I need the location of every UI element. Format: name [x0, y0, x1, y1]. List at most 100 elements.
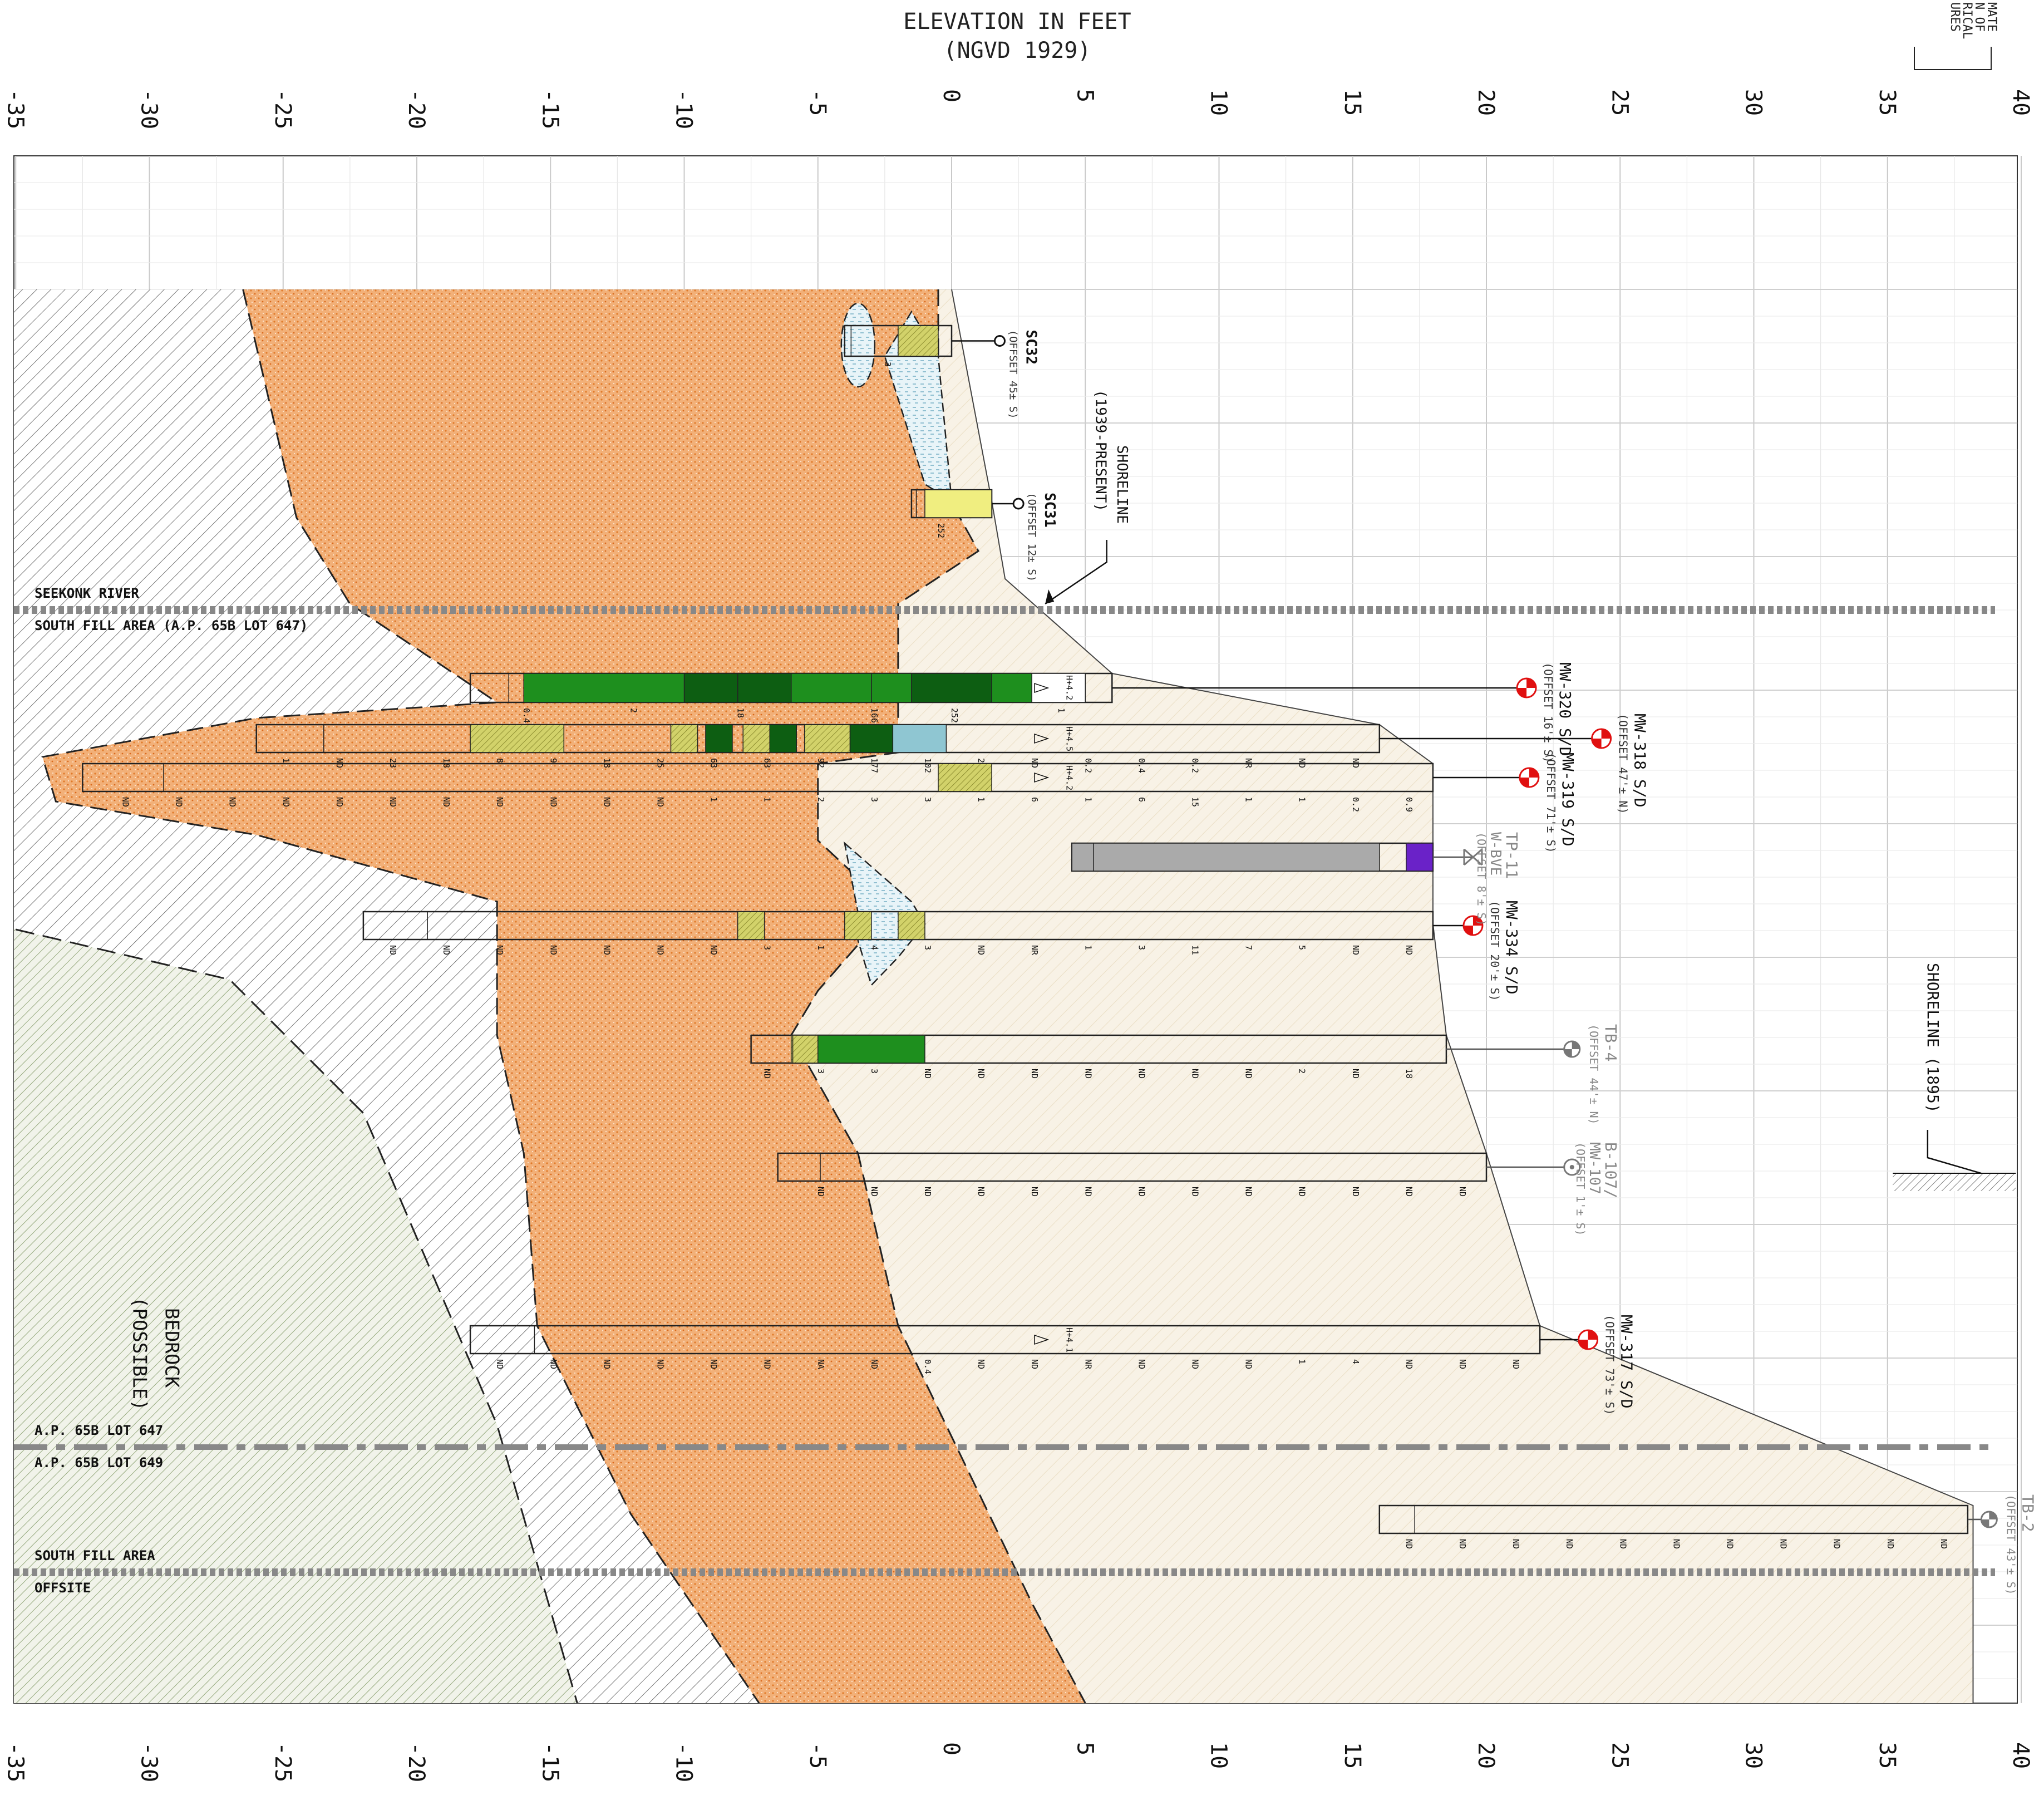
sample-value: 0.4	[521, 708, 531, 723]
corner-note-text: MATE	[1984, 2, 1998, 32]
sample-value: ND	[976, 1359, 986, 1369]
boring-tp-11	[1071, 842, 1473, 872]
boring-name-b-107: B-107/	[1602, 1142, 1620, 1198]
sample-value: 0.2	[1351, 797, 1361, 812]
sample-value: ND	[1671, 1539, 1681, 1549]
boring-offset-label: (OFFSET 12± S)	[1026, 493, 1038, 582]
sample-value: 8	[495, 758, 505, 763]
sample-interval-block	[670, 724, 698, 753]
sample-value: 1	[1297, 1359, 1307, 1364]
sample-value: 6	[1030, 797, 1040, 802]
boring-name-secondary: W-BVE	[1487, 832, 1504, 875]
sample-value: 1	[1083, 797, 1093, 802]
corner-note-text: N OF	[1972, 2, 1986, 32]
bedrock-top-line	[15, 928, 578, 1704]
sample-value: 0.4	[923, 1359, 933, 1374]
shoreline-1895-leader	[1927, 1130, 1982, 1174]
sample-value: ND	[655, 797, 665, 807]
boring-sc32: 3	[844, 324, 1000, 367]
bedrock-label-secondary: (POSSIBLE)	[129, 1297, 151, 1411]
sample-interval-block	[924, 489, 992, 518]
sample-value: 2	[976, 758, 986, 763]
sample-interval-block	[898, 325, 939, 357]
sample-value: 9	[548, 758, 558, 763]
sample-value: ND	[495, 1359, 505, 1369]
boring-name-mw-318: MW-318 S/D	[1631, 714, 1649, 808]
sample-interval-block	[844, 911, 872, 940]
boring-symbol-mw-317	[1578, 1329, 1599, 1350]
sample-value: 0.9	[1404, 797, 1414, 812]
boring-offset-label: (OFFSET 73'± S)	[1603, 1315, 1617, 1415]
sample-value: ND	[1939, 1539, 1949, 1549]
sample-value: 102	[923, 758, 933, 773]
axis-tick-label-top: -5	[805, 89, 830, 116]
axis-tick-label-top: -10	[671, 89, 697, 129]
sample-value: NA	[816, 1359, 826, 1369]
sample-value: ND	[1457, 1187, 1467, 1197]
boring-name-tb-2: TB-2	[2018, 1494, 2034, 1532]
sample-interval-block	[804, 724, 851, 753]
axis-tick-label-top: 5	[1072, 89, 1097, 102]
water-level-text: H+4.1	[1065, 1327, 1075, 1352]
sample-value: ND	[1351, 945, 1361, 955]
sample-value: NR	[1083, 1359, 1093, 1370]
sample-value: ND	[120, 797, 130, 807]
axis-tick-label-bottom: 5	[1072, 1742, 1097, 1755]
boring-mw-317: NDNDND41NDNDNDNRNDND0.4NDNANDNDNDNDNDNDH…	[469, 1325, 1588, 1374]
boring-symbol-tb-4	[1563, 1040, 1581, 1058]
axis-tick-label-bottom: -35	[2, 1742, 28, 1782]
arrow-icon	[1045, 589, 1055, 604]
sample-value: ND	[1083, 1069, 1093, 1079]
sample-value: ND	[1190, 1069, 1200, 1079]
sample-value: 1	[281, 758, 291, 763]
boring-name-mw-317: MW-317 S/D	[1618, 1315, 1636, 1409]
sample-value: ND	[923, 1069, 933, 1079]
bedrock-label: BEDROCK	[160, 1308, 183, 1388]
sample-value: 1	[1244, 797, 1254, 802]
sample-value: ND	[388, 797, 398, 807]
sample-value: 1	[976, 797, 986, 802]
boundary-label-lower: SOUTH FILL AREA (A.P. 65B LOT 647)	[35, 618, 308, 633]
boring-symbol-sc32	[993, 335, 1006, 347]
sample-value: ND	[441, 945, 451, 955]
axis-tick-label-top: 40	[2008, 89, 2033, 116]
axis-tick-label-top: 10	[1206, 89, 1232, 116]
sample-value: ND	[1511, 1359, 1521, 1369]
sample-value: 177	[869, 758, 879, 773]
monitoring-well-icon	[1578, 1330, 1598, 1349]
monitoring-well-icon	[1592, 729, 1611, 748]
sample-interval-block	[790, 1035, 819, 1064]
boring-symbol-sc31	[1012, 498, 1025, 510]
boring-mw-318: NDNDNR0.20.40.2ND21021779263632518981823…	[255, 724, 1602, 773]
sample-value: 252	[936, 523, 946, 538]
sample-value: 2	[816, 797, 826, 802]
axis-tick-label-top: -30	[136, 89, 162, 129]
water-table-icon	[1034, 682, 1050, 693]
axis-tick-label-top: -25	[270, 89, 296, 129]
sample-value: ND	[1030, 1187, 1040, 1197]
boring-sc31: 252	[910, 489, 1019, 538]
boring-symbol-mw-318	[1591, 728, 1612, 749]
sample-value: ND	[1832, 1539, 1842, 1549]
sample-value: 2	[1297, 1069, 1307, 1074]
sample-value: NR	[1030, 945, 1040, 956]
sample-value: ND	[762, 1069, 772, 1079]
sample-value: ND	[1885, 1539, 1895, 1549]
sample-interval-block	[737, 673, 792, 703]
axis-tick-label-top: 30	[1741, 89, 1766, 116]
water-table-icon	[1034, 733, 1050, 744]
water-lens	[840, 302, 876, 388]
sample-interval-block	[991, 673, 1032, 703]
sample-value: 1	[816, 945, 826, 950]
boring-name-mw-319: MW-319 S/D	[1559, 752, 1577, 847]
sample-value: 7	[1244, 945, 1254, 950]
sample-value: ND	[441, 797, 451, 807]
water-level-text: H+4.2	[1065, 675, 1075, 700]
boring-offset-label: (OFFSET 8'± S)	[1475, 832, 1488, 926]
sample-value: ND	[976, 1187, 986, 1197]
sample-value: 4	[869, 945, 879, 950]
sample-value: 1	[709, 797, 719, 802]
sample-value: ND	[334, 797, 344, 807]
